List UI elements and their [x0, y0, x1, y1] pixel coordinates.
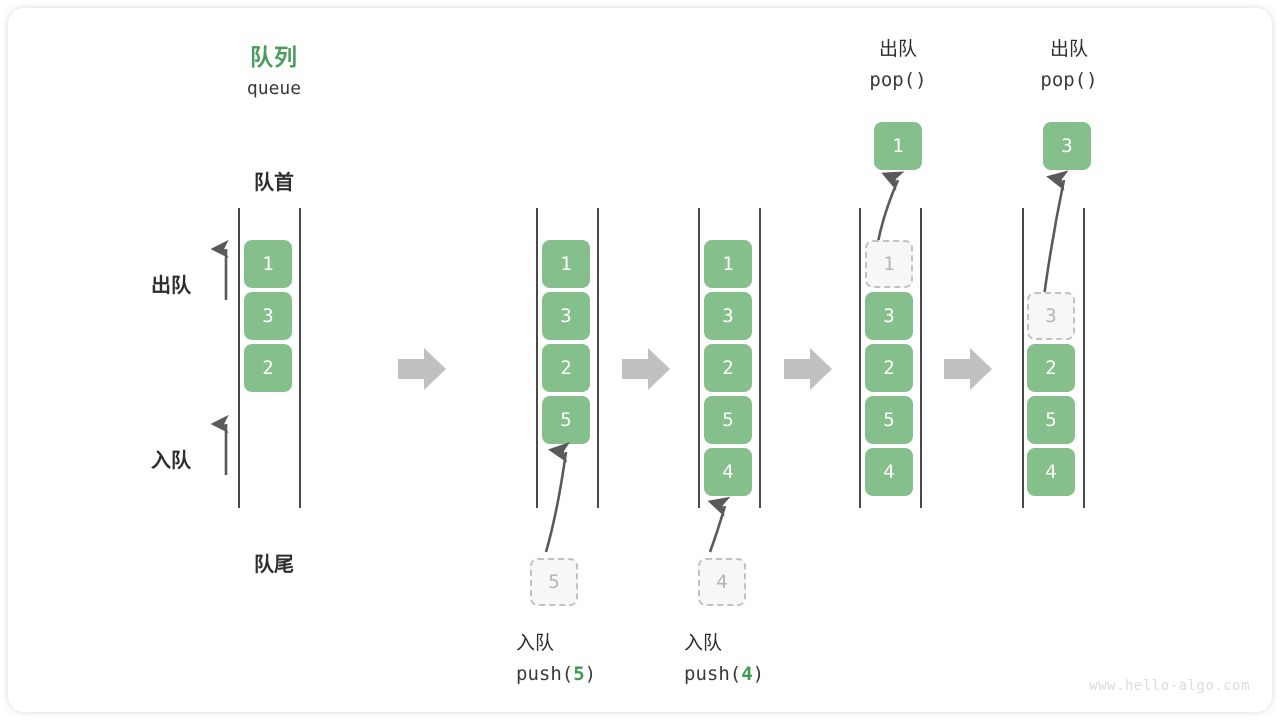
queue-box: 4 — [865, 448, 913, 496]
queue-box: 1 — [542, 240, 590, 288]
rail-left — [698, 208, 700, 508]
queue-box: 3 — [865, 292, 913, 340]
queue-box: 2 — [1027, 344, 1075, 392]
pop-arrow-icon — [876, 171, 905, 243]
pending-element-box: 4 — [698, 558, 746, 606]
queue-box: 3 — [704, 292, 752, 340]
queue-box-new: 5 — [542, 396, 590, 444]
removed-element-box: 3 — [1027, 292, 1075, 340]
rear-label: 队尾 — [254, 554, 294, 576]
push-arrow-icon — [544, 442, 570, 553]
pop-1-label-code: pop() — [869, 69, 927, 91]
queue-box: 5 — [865, 396, 913, 444]
pop-3-label: 出队 pop() — [1014, 34, 1124, 91]
push-arrow-icon — [707, 496, 731, 553]
code-suffix: ) — [584, 663, 597, 685]
enqueue-direction-arrow-icon — [210, 414, 229, 475]
dequeue-side-label: 出队 — [151, 275, 191, 297]
diagram-card: 队列 queue 队首 队尾 出队 入队 1 3 2 1 3 2 5 — [8, 8, 1272, 712]
pop-1-label-cn: 出队 — [878, 39, 917, 60]
queue-box: 2 — [865, 344, 913, 392]
code-suffix: ) — [752, 663, 765, 685]
push-5-label-cn: 入队 — [516, 633, 555, 654]
pop-arrow-icon — [1042, 170, 1069, 297]
step-transition-arrow-icon — [622, 348, 670, 390]
queue-box: 2 — [244, 344, 292, 392]
queue-box: 2 — [704, 344, 752, 392]
queue-box: 5 — [704, 396, 752, 444]
rail-left — [1022, 208, 1024, 508]
step-transition-arrow-icon — [944, 348, 992, 390]
queue-box: 1 — [704, 240, 752, 288]
dequeue-direction-arrow-icon — [210, 239, 229, 300]
push-5-label-code: push(5) — [516, 663, 636, 685]
pop-3-label-cn: 出队 — [1049, 39, 1088, 60]
push-4-label-code: push(4) — [684, 663, 804, 685]
code-arg: 4 — [741, 663, 753, 685]
removed-element-box: 1 — [865, 240, 913, 288]
rail-right — [597, 208, 599, 508]
rail-right — [920, 208, 922, 508]
popped-element-box: 1 — [874, 122, 922, 170]
queue-box-new: 4 — [704, 448, 752, 496]
rail-right — [759, 208, 761, 508]
push-4-label: 入队 push(4) — [684, 628, 804, 685]
rail-right — [299, 208, 301, 508]
rail-left — [536, 208, 538, 508]
front-label: 队首 — [254, 172, 294, 194]
push-5-label: 入队 push(5) — [516, 628, 636, 685]
code-prefix: push( — [516, 663, 574, 685]
queue-box: 4 — [1027, 448, 1075, 496]
pop-3-label-code: pop() — [1040, 69, 1098, 91]
push-4-label-cn: 入队 — [684, 633, 723, 654]
rail-left — [859, 208, 861, 508]
enqueue-side-label: 入队 — [151, 450, 191, 472]
step-transition-arrow-icon — [784, 348, 832, 390]
code-prefix: push( — [684, 663, 742, 685]
page-title: 队列 — [250, 44, 298, 70]
queue-box: 1 — [244, 240, 292, 288]
code-arg: 5 — [573, 663, 585, 685]
pop-1-label: 出队 pop() — [843, 34, 953, 91]
page-subtitle: queue — [246, 78, 302, 99]
pending-element-box: 5 — [530, 558, 578, 606]
rail-right — [1083, 208, 1085, 508]
diagram-title-block: 队列 queue — [194, 38, 354, 99]
queue-box: 2 — [542, 344, 590, 392]
queue-box: 3 — [244, 292, 292, 340]
queue-box: 3 — [542, 292, 590, 340]
popped-element-box: 3 — [1043, 122, 1091, 170]
rail-left — [238, 208, 240, 508]
watermark: www.hello-algo.com — [1089, 678, 1250, 694]
queue-box: 5 — [1027, 396, 1075, 444]
step-transition-arrow-icon — [398, 348, 446, 390]
